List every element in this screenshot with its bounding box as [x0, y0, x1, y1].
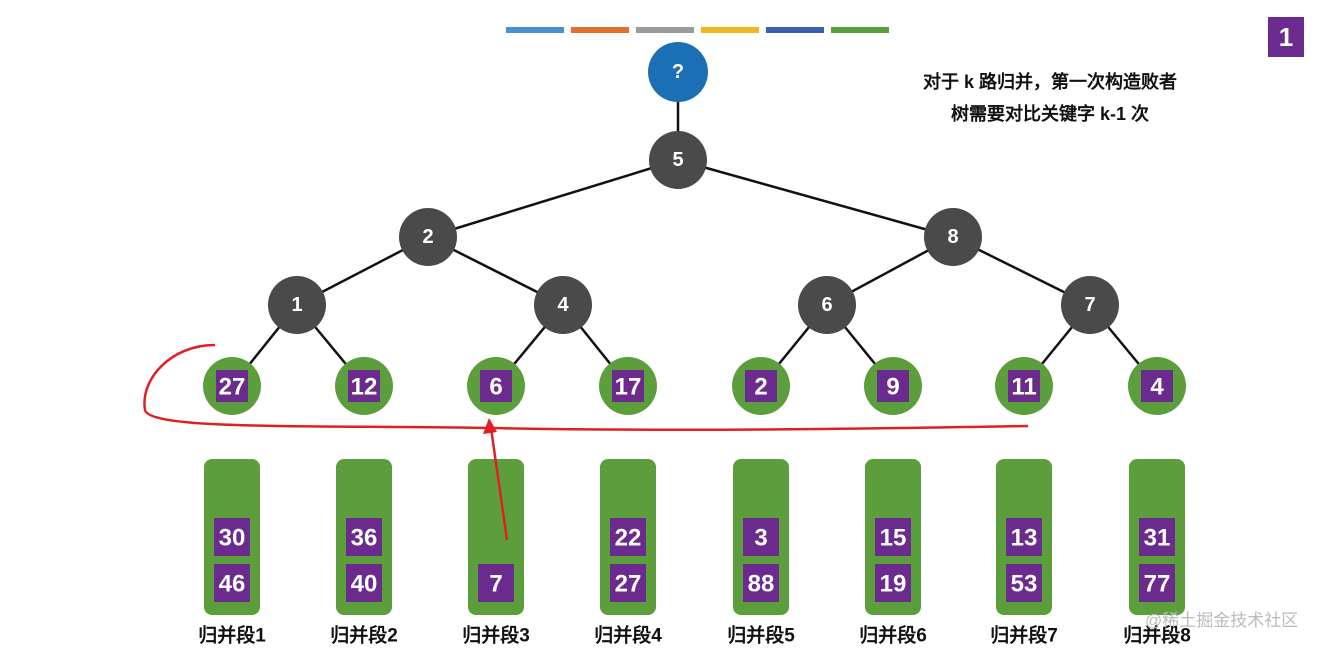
leaf-key-label: 17 — [615, 374, 642, 401]
tree-edge — [427, 158, 679, 239]
segment-key-label: 46 — [219, 571, 246, 598]
segment-key-label: 22 — [615, 525, 642, 552]
leaf-key-box — [612, 370, 644, 402]
segment-key-box — [610, 564, 646, 602]
segment-key-label: 88 — [748, 571, 775, 598]
segment-key-box — [346, 518, 382, 556]
color-bar — [831, 27, 889, 33]
root-label: ? — [672, 61, 684, 83]
red-underline-annotation — [143, 343, 1029, 431]
internal-node-label: 8 — [947, 226, 958, 248]
note-line-1: 对于 k 路归并，第一次构造败者 — [922, 72, 1177, 92]
segment-key-label: 7 — [489, 571, 502, 598]
segment-key-box — [743, 518, 779, 556]
color-bar — [636, 27, 694, 33]
leaf-key-box — [1141, 370, 1173, 402]
internal-node-label: 4 — [557, 294, 569, 316]
internal-node — [399, 208, 457, 266]
internal-node — [924, 208, 982, 266]
segment-key-label: 19 — [880, 571, 907, 598]
leaf-key-box — [1008, 370, 1040, 402]
segment-key-box — [610, 518, 646, 556]
leaf-key-box — [877, 370, 909, 402]
segment-label: 归并段3 — [462, 624, 530, 647]
segment-key-box — [875, 564, 911, 602]
segment-label: 归并段4 — [594, 624, 662, 647]
segment-key-box — [346, 564, 382, 602]
tree-edge — [677, 158, 954, 239]
color-bar — [506, 27, 564, 33]
segment-key-box — [1139, 518, 1175, 556]
segment-label: 归并段2 — [330, 624, 398, 647]
segment-key-box — [1139, 564, 1175, 602]
internal-node — [798, 276, 856, 334]
segment-key-box — [875, 518, 911, 556]
color-bar — [766, 27, 824, 33]
internal-node-label: 2 — [422, 226, 433, 248]
leaf-key-box — [480, 370, 512, 402]
segment-key-box — [214, 518, 250, 556]
internal-node-label: 6 — [821, 294, 832, 316]
watermark: @稀土掘金技术社区 — [1145, 611, 1299, 630]
segment-key-label: 31 — [1144, 525, 1171, 552]
segment-key-box — [478, 564, 514, 602]
red-arrowhead — [483, 418, 497, 434]
internal-node-label: 5 — [672, 149, 683, 171]
leaf-key-box — [745, 370, 777, 402]
segment-key-label: 13 — [1011, 525, 1038, 552]
color-bar — [571, 27, 629, 33]
segment-label: 归并段8 — [1123, 624, 1191, 647]
internal-node-label: 1 — [291, 294, 302, 316]
segment-key-box — [1006, 564, 1042, 602]
segment-key-label: 77 — [1144, 571, 1171, 598]
note-text: 对于 k 路归并，第一次构造败者 树需要对比关键字 k-1 次 — [880, 66, 1220, 130]
segment-label: 归并段7 — [990, 624, 1058, 647]
internal-node-label: 7 — [1084, 294, 1095, 316]
leaf-key-label: 4 — [1150, 374, 1164, 401]
leaf-key-label: 2 — [754, 374, 767, 401]
segment-key-label: 36 — [351, 525, 378, 552]
leaf-key-label: 9 — [886, 374, 899, 401]
leaf-key-label: 12 — [351, 374, 378, 401]
leaf-key-label: 6 — [489, 374, 502, 401]
segment-key-box — [743, 564, 779, 602]
leaf-key-box — [348, 370, 380, 402]
internal-node — [1061, 276, 1119, 334]
leaf-key-label: 11 — [1011, 374, 1036, 401]
internal-node — [268, 276, 326, 334]
note-line-2: 树需要对比关键字 k-1 次 — [950, 104, 1150, 124]
segment-key-label: 40 — [351, 571, 378, 598]
internal-node — [534, 276, 592, 334]
segment-key-label: 27 — [615, 571, 642, 598]
segment-key-label: 15 — [880, 525, 907, 552]
segment-label: 归并段5 — [727, 624, 795, 647]
slide-number-badge: 1 — [1268, 17, 1304, 57]
segment-key-label: 30 — [219, 525, 246, 552]
segment-key-label: 3 — [754, 525, 767, 552]
root-node — [648, 42, 708, 102]
segment-label: 归并段6 — [859, 624, 927, 647]
segment-key-box — [1006, 518, 1042, 556]
color-bar — [701, 27, 759, 33]
segment-key-box — [214, 564, 250, 602]
segment-label: 归并段1 — [198, 624, 266, 647]
leaf-key-box — [216, 370, 248, 402]
red-arrow-annotation — [489, 427, 509, 541]
segment-key-label: 53 — [1011, 571, 1038, 598]
leaf-key-label: 27 — [219, 374, 246, 401]
internal-node — [649, 131, 707, 189]
